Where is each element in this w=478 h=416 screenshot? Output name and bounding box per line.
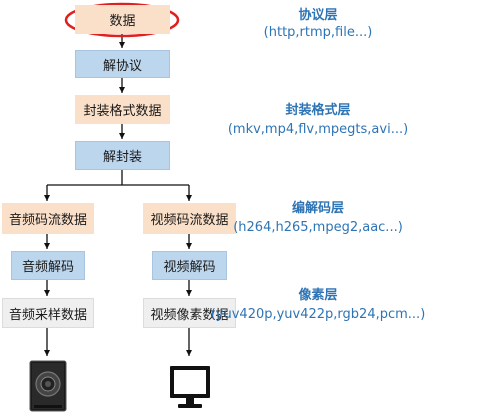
- video-decode-node: 视频解码: [152, 251, 227, 280]
- data-node: 数据: [75, 5, 170, 34]
- layer-desc-protocol: (http,rtmp,file...): [263, 25, 373, 40]
- audio-samples-node: 音频采样数据: [2, 298, 94, 328]
- layer-title-protocol: 协议层: [298, 8, 338, 23]
- monitor-icon: [170, 366, 210, 408]
- demux-node: 解封装: [75, 141, 170, 170]
- deprotocol-node: 解协议: [75, 50, 170, 78]
- layer-desc-pixel: (yuv420p,yuv422p,rgb24,pcm...): [210, 307, 426, 322]
- video-stream-node: 视频码流数据: [143, 203, 236, 234]
- layer-title-codec: 编解码层: [291, 201, 344, 216]
- audio-decode-node: 音频解码: [11, 251, 85, 280]
- video-pixels-node: 视频像素数据: [143, 298, 236, 328]
- layer-desc-codec: (h264,h265,mpeg2,aac...): [233, 220, 403, 235]
- speaker-icon: [29, 360, 67, 412]
- container-data-node: 封装格式数据: [75, 95, 170, 124]
- audio-stream-node: 音频码流数据: [2, 203, 94, 234]
- layer-title-container: 封装格式层: [285, 103, 351, 118]
- highlight-ellipse: [64, 2, 180, 38]
- layer-desc-container: (mkv,mp4,flv,mpegts,avi...): [227, 122, 409, 137]
- layer-title-pixel: 像素层: [298, 288, 338, 303]
